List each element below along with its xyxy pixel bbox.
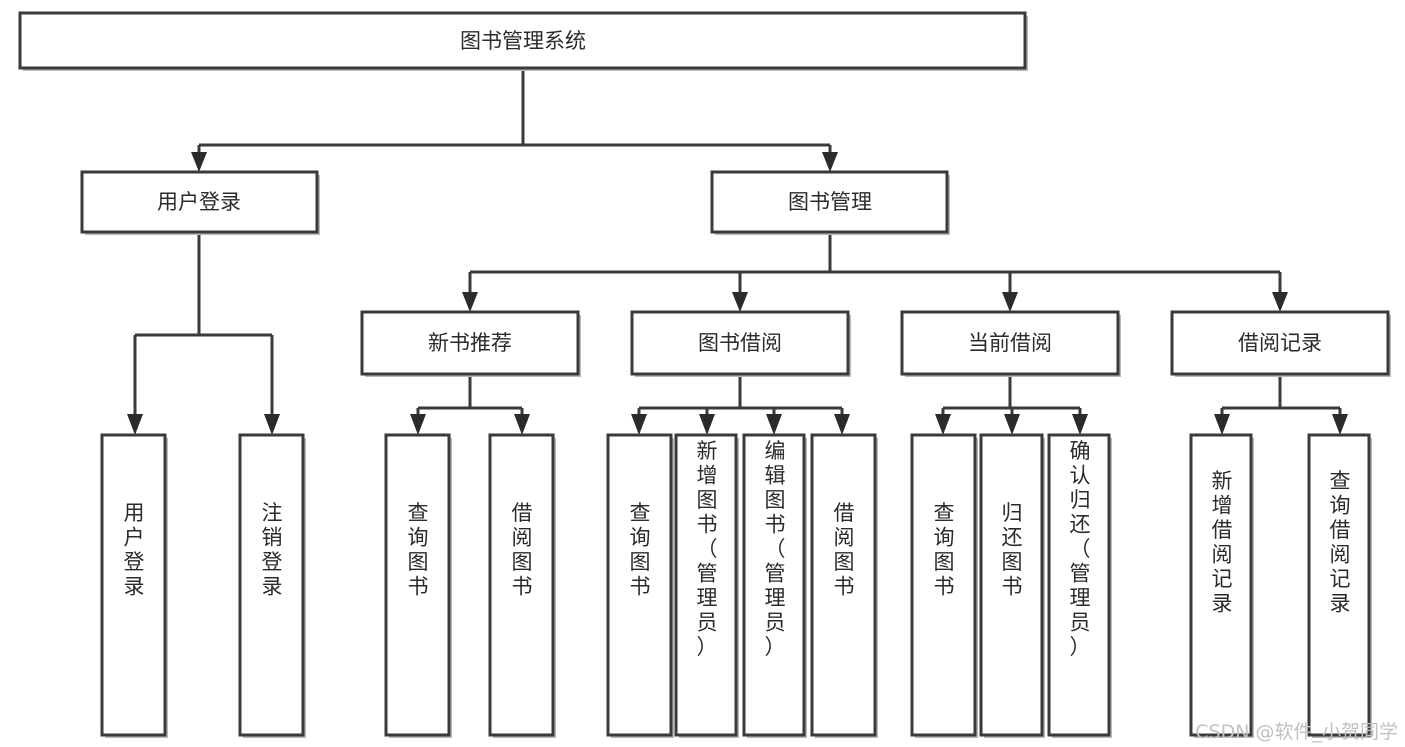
node-root-label: 图书管理系统	[460, 29, 586, 53]
node-current-borrow[interactable]: 当前借阅	[900, 310, 1121, 377]
node-leaf-borrow-book-2-rect[interactable]	[810, 433, 877, 737]
node-leaf-edit-book[interactable]: 编辑图书（管理员）	[742, 433, 807, 738]
arrow-head-leaf-user-login	[127, 414, 143, 435]
node-leaf-query-book-3-label: 查询图书	[934, 501, 955, 599]
node-user-login-label: 用户登录	[157, 190, 241, 214]
node-leaf-borrow-book-2[interactable]: 借阅图书	[810, 433, 878, 738]
node-leaf-return-book[interactable]: 归还图书	[979, 433, 1045, 738]
node-book-borrow-label: 图书借阅	[698, 331, 782, 355]
connector-book-borrow-to-leaves	[631, 375, 850, 435]
node-leaf-query-record-label: 查询借阅记录	[1330, 469, 1351, 616]
node-leaf-add-book-label: 新增图书（管理员）	[697, 439, 718, 659]
connector-borrow-record-to-leaves	[1214, 375, 1348, 435]
arrow-head-leaf-edit-book	[766, 414, 782, 435]
arrow-head-leaf-query-book-1	[410, 414, 426, 435]
arrow-head-leaf-query-record	[1332, 414, 1348, 435]
node-book-borrow-rect[interactable]	[630, 310, 850, 376]
connector-root-to-level1	[191, 70, 838, 172]
node-leaf-borrow-book-1[interactable]: 借阅图书	[488, 433, 556, 738]
node-leaf-confirm-return-label: 确认归还（管理员）	[1070, 439, 1091, 659]
node-leaf-confirm-return[interactable]: 确认归还（管理员）	[1047, 433, 1112, 738]
node-leaf-query-book-2[interactable]: 查询图书	[606, 433, 674, 738]
node-current-borrow-label: 当前借阅	[968, 331, 1052, 355]
node-leaf-confirm-return-rect[interactable]	[1047, 433, 1111, 737]
connector-layer	[127, 70, 1348, 435]
arrow-head-current-borrow	[1002, 292, 1018, 312]
arrow-head-leaf-query-book-3	[935, 414, 951, 435]
node-leaf-add-record[interactable]: 新增借阅记录	[1189, 433, 1254, 738]
node-leaf-logout-login-label: 注销登录	[262, 501, 283, 599]
arrow-head-leaf-add-book	[699, 414, 715, 435]
node-current-borrow-rect[interactable]	[900, 310, 1120, 376]
node-new-book-recommend[interactable]: 新书推荐	[360, 310, 581, 377]
connector-book-management-to-level2	[462, 232, 1288, 312]
node-new-book-recommend-label: 新书推荐	[428, 331, 512, 355]
node-leaf-add-record-rect[interactable]	[1189, 433, 1253, 737]
node-new-book-recommend-rect[interactable]	[360, 310, 580, 376]
node-leaf-query-book-3-rect[interactable]	[910, 433, 977, 737]
node-leaf-query-book-2-label: 查询图书	[630, 501, 651, 599]
node-leaf-borrow-book-1-label: 借阅图书	[512, 501, 533, 599]
arrow-head-leaf-add-record	[1214, 414, 1230, 435]
arrow-head-leaf-borrow-book-1	[514, 414, 530, 435]
node-user-login-rect[interactable]	[80, 170, 319, 234]
watermark-label: CSDN @软件_小贺同学	[1195, 721, 1398, 743]
arrow-head-leaf-logout-login	[264, 414, 280, 435]
node-leaf-query-book-1-label: 查询图书	[408, 501, 429, 599]
node-borrow-record-label: 借阅记录	[1238, 331, 1322, 355]
node-leaf-borrow-book-2-label: 借阅图书	[834, 501, 855, 599]
node-book-management-rect[interactable]	[710, 170, 949, 234]
arrow-head-book-borrow	[732, 292, 748, 312]
node-leaf-logout-login-rect[interactable]	[238, 433, 305, 737]
node-leaf-user-login-rect[interactable]	[100, 433, 167, 737]
node-leaf-add-book[interactable]: 新增图书（管理员）	[674, 433, 739, 738]
node-leaf-add-book-rect[interactable]	[674, 433, 738, 737]
connector-current-borrow-to-leaves	[935, 375, 1088, 435]
node-book-management-label: 图书管理	[788, 190, 872, 214]
node-borrow-record[interactable]: 借阅记录	[1170, 310, 1391, 377]
arrow-head-leaf-confirm-return	[1072, 414, 1088, 435]
connector-user-login-to-leaves	[127, 232, 280, 435]
connector-new-book-recommend-to-leaves	[410, 375, 530, 435]
node-book-management[interactable]: 图书管理	[710, 170, 950, 235]
node-book-borrow[interactable]: 图书借阅	[630, 310, 851, 377]
node-leaf-return-book-label: 归还图书	[1002, 501, 1023, 599]
arrow-head-new-book-recommend	[462, 292, 478, 312]
arrow-head-leaf-query-book-2	[631, 414, 647, 435]
node-leaf-query-book-1[interactable]: 查询图书	[384, 433, 452, 738]
node-leaf-user-login[interactable]: 用户登录	[100, 433, 168, 738]
node-borrow-record-rect[interactable]	[1170, 310, 1390, 376]
arrow-head-borrow-record	[1272, 292, 1288, 312]
node-leaf-return-book-rect[interactable]	[979, 433, 1044, 737]
node-leaf-borrow-book-1-rect[interactable]	[488, 433, 555, 737]
node-user-login[interactable]: 用户登录	[80, 170, 320, 235]
node-root-rect[interactable]	[18, 11, 1027, 70]
arrow-head-leaf-return-book	[1004, 414, 1020, 435]
arrow-head-leaf-borrow-book-2	[834, 414, 850, 435]
arrow-head-book-management	[822, 152, 838, 172]
node-leaf-query-book-1-rect[interactable]	[384, 433, 451, 737]
node-leaf-user-login-label: 用户登录	[124, 501, 145, 599]
node-leaf-query-record[interactable]: 查询借阅记录	[1307, 433, 1372, 738]
node-leaf-edit-book-label: 编辑图书（管理员）	[765, 439, 786, 659]
node-leaf-query-book-2-rect[interactable]	[606, 433, 673, 737]
node-root[interactable]: 图书管理系统	[18, 11, 1028, 71]
node-leaf-add-record-label: 新增借阅记录	[1212, 469, 1233, 616]
node-leaf-query-record-rect[interactable]	[1307, 433, 1371, 737]
node-leaf-query-book-3[interactable]: 查询图书	[910, 433, 978, 738]
arrow-head-user-login	[191, 152, 207, 172]
node-leaf-edit-book-rect[interactable]	[742, 433, 806, 737]
node-leaf-logout-login[interactable]: 注销登录	[238, 433, 306, 738]
